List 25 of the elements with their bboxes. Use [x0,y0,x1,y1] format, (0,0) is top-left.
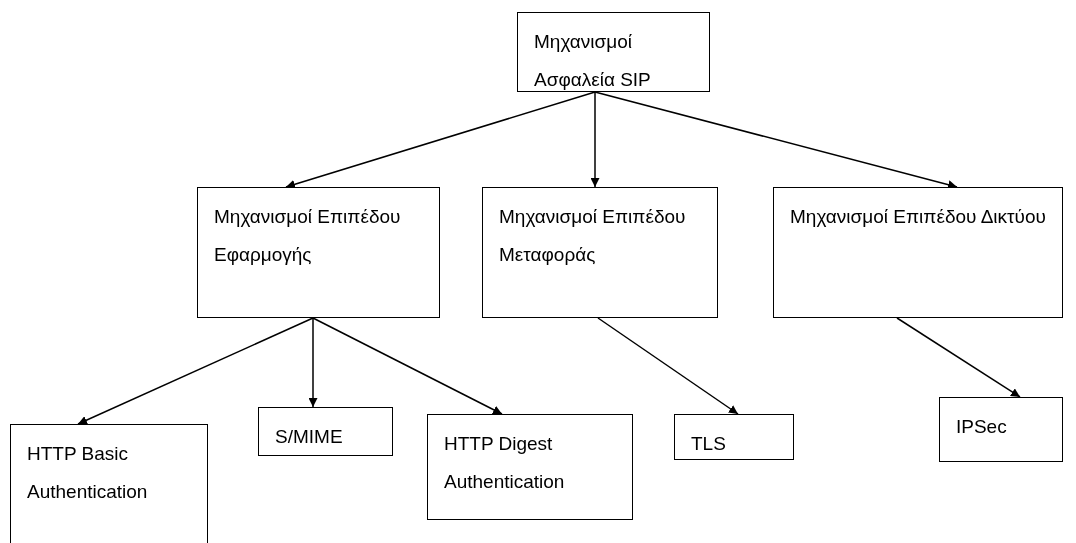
box-label: Μηχανισμοί Ασφαλεία SIP [534,30,652,92]
arrow [597,317,739,415]
box-label: IPSec [956,415,1008,439]
box-label: S/MIME [275,425,344,449]
process-box [482,187,718,318]
arrow [312,317,503,415]
arrow [896,317,1021,398]
box-label: HTTP Basic Authentication [27,442,149,504]
arrow [308,317,318,408]
process-box [258,407,393,456]
process-box [517,12,710,92]
arrow [77,317,314,425]
box-label: HTTP Digest Authentication [444,432,566,494]
process-box [197,187,440,318]
process-box [10,424,208,543]
process-box [939,397,1063,462]
process-box [674,414,794,460]
box-label: TLS [691,432,727,456]
arrow [590,91,600,188]
box-label: Μηχανισμοί Επιπέδου Μεταφοράς [499,205,687,267]
process-box [773,187,1063,318]
box-label: Μηχανισμοί Επιπέδου Εφαρμογής [214,205,402,267]
box-label: Μηχανισμοί Επιπέδου Δικτύου [790,205,1046,229]
process-box [427,414,633,520]
arrow [285,91,596,189]
